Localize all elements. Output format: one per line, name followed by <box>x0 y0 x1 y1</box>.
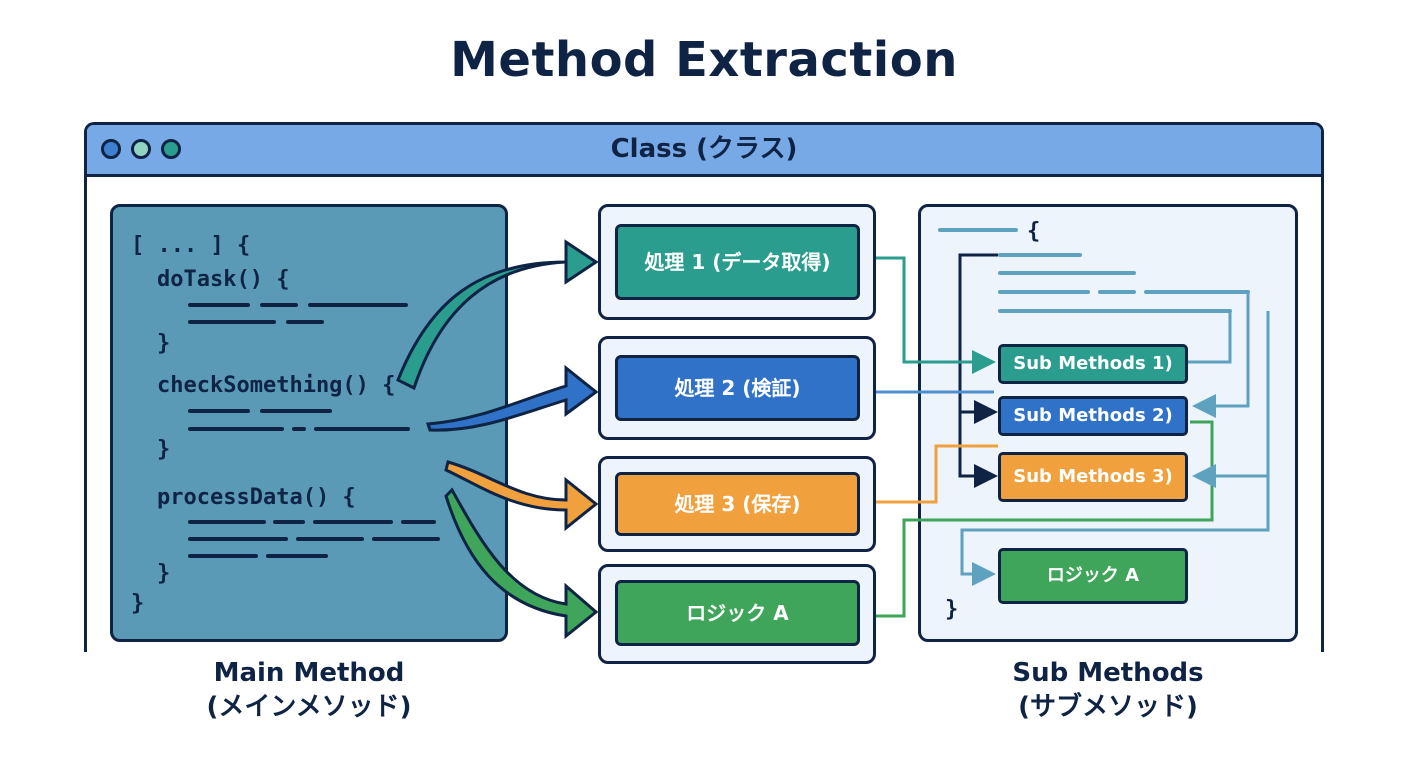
main-method-caption-line2: (メインメソッド) <box>206 692 412 722</box>
window-dot-blue-icon[interactable] <box>101 139 121 159</box>
connector-process-1 <box>876 256 996 374</box>
code-close-line: } <box>131 591 145 616</box>
sub-method-3[interactable]: Sub Methods 3) <box>998 452 1188 502</box>
window-titlebar: Class (クラス) <box>87 125 1321 177</box>
process-box-3[interactable]: 処理 3 (保存) <box>615 472 860 536</box>
sub-methods-caption-line2: (サブメソッド) <box>1018 692 1198 722</box>
connector-process-3 <box>876 444 998 504</box>
code-method-checksomething-close: } <box>157 437 171 462</box>
arrow-to-process-3 <box>444 460 599 532</box>
window-title: Class (クラス) <box>610 134 798 164</box>
diagram-title: Method Extraction <box>450 32 958 88</box>
window-dot-mint-icon[interactable] <box>131 139 151 159</box>
sub-method-logic-a[interactable]: ロジック A <box>998 548 1188 604</box>
code-placeholder-line <box>188 303 250 307</box>
code-placeholder-line <box>188 537 288 541</box>
code-placeholder-line <box>308 303 408 307</box>
sub-methods-caption-line1: Sub Methods <box>1012 658 1204 688</box>
code-placeholder-line <box>188 554 258 558</box>
code-placeholder-line <box>188 409 250 413</box>
sub-code-open: { <box>1027 219 1041 244</box>
code-method-dotask: doTask() { <box>157 267 290 292</box>
code-placeholder-line <box>260 303 298 307</box>
connector-process-4 <box>876 420 1214 618</box>
sub-method-bracket <box>958 253 998 488</box>
sub-code-close: } <box>945 597 959 622</box>
window-dot-teal-icon[interactable] <box>161 139 181 159</box>
sub-method-2[interactable]: Sub Methods 2) <box>998 396 1188 436</box>
sub-method-1[interactable]: Sub Methods 1) <box>998 344 1188 384</box>
code-placeholder-line <box>286 320 324 324</box>
main-method-caption-line1: Main Method <box>213 658 405 688</box>
arrow-to-process-4 <box>444 487 599 640</box>
sub-methods-caption: Sub Methods (サブメソッド) <box>918 656 1298 724</box>
process-box-2[interactable]: 処理 2 (検証) <box>615 355 860 421</box>
arrow-to-process-1 <box>396 239 599 391</box>
code-method-dotask-close: } <box>157 331 171 356</box>
arrow-to-process-2 <box>425 364 599 432</box>
process-box-4[interactable]: ロジック A <box>615 580 860 646</box>
sub-code-placeholders <box>938 228 1250 313</box>
code-method-processdata: processData() { <box>157 485 356 510</box>
code-placeholder-line <box>260 409 332 413</box>
code-placeholder-line <box>188 520 266 524</box>
code-placeholder-line <box>188 427 284 431</box>
process-box-1[interactable]: 処理 1 (データ取得) <box>615 224 860 300</box>
code-placeholder-line <box>188 320 276 324</box>
code-placeholder-line <box>401 520 436 524</box>
code-placeholder-line <box>273 520 305 524</box>
code-method-processdata-close: } <box>157 561 171 586</box>
code-placeholder-line <box>266 554 328 558</box>
sub-right-connectors <box>960 292 1270 586</box>
code-placeholder-line <box>372 537 440 541</box>
main-method-caption: Main Method (メインメソッド) <box>110 656 508 724</box>
code-placeholder-line <box>313 520 393 524</box>
code-open-line: [ ... ] { <box>131 233 251 258</box>
code-method-checksomething: checkSomething() { <box>157 373 396 398</box>
code-placeholder-line <box>314 427 410 431</box>
code-placeholder-line <box>292 427 306 431</box>
code-placeholder-line <box>296 537 364 541</box>
